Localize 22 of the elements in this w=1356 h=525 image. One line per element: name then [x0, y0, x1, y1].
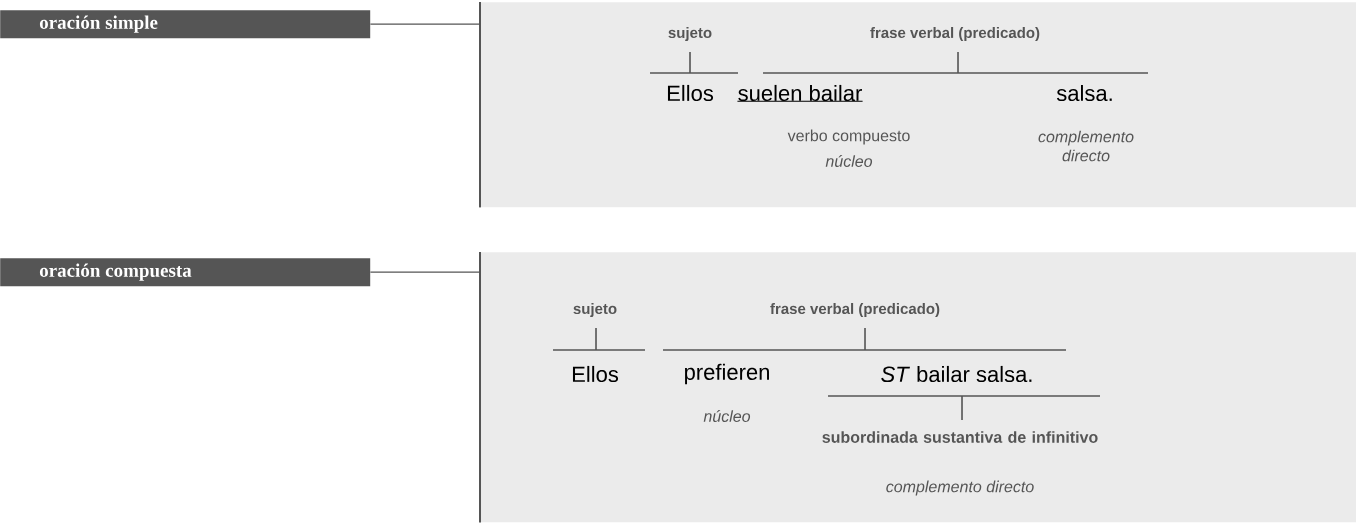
annotation: verbo compuesto	[787, 129, 910, 145]
connector-line	[369, 23, 481, 25]
panel-background	[479, 1, 1356, 209]
word: salsa.	[1056, 84, 1112, 102]
phrase-label: sujeto	[573, 303, 617, 317]
label-box: oración simple	[0, 10, 371, 39]
phrase-label: frase verbal (predicado)	[770, 303, 940, 317]
word: Ellos	[667, 84, 714, 102]
word: suelen bailar	[736, 84, 864, 102]
annotation: complemento directo	[1038, 130, 1134, 162]
phrase-label: sujeto	[668, 27, 712, 41]
panel-background	[479, 251, 1356, 524]
phrase-label: frase verbal (predicado)	[870, 27, 1040, 41]
annotation: núcleo	[703, 410, 751, 422]
word: Ellos	[572, 365, 619, 383]
word: ST bailar salsa.	[881, 365, 1032, 383]
annotation: complemento directo	[886, 480, 1034, 496]
annotation: núcleo	[825, 155, 873, 167]
annotation: subordinada sustantiva de infinitivo	[822, 431, 1098, 443]
connector-line	[369, 271, 481, 273]
word: prefieren	[685, 363, 769, 385]
label-box: oración compuesta	[0, 258, 371, 287]
